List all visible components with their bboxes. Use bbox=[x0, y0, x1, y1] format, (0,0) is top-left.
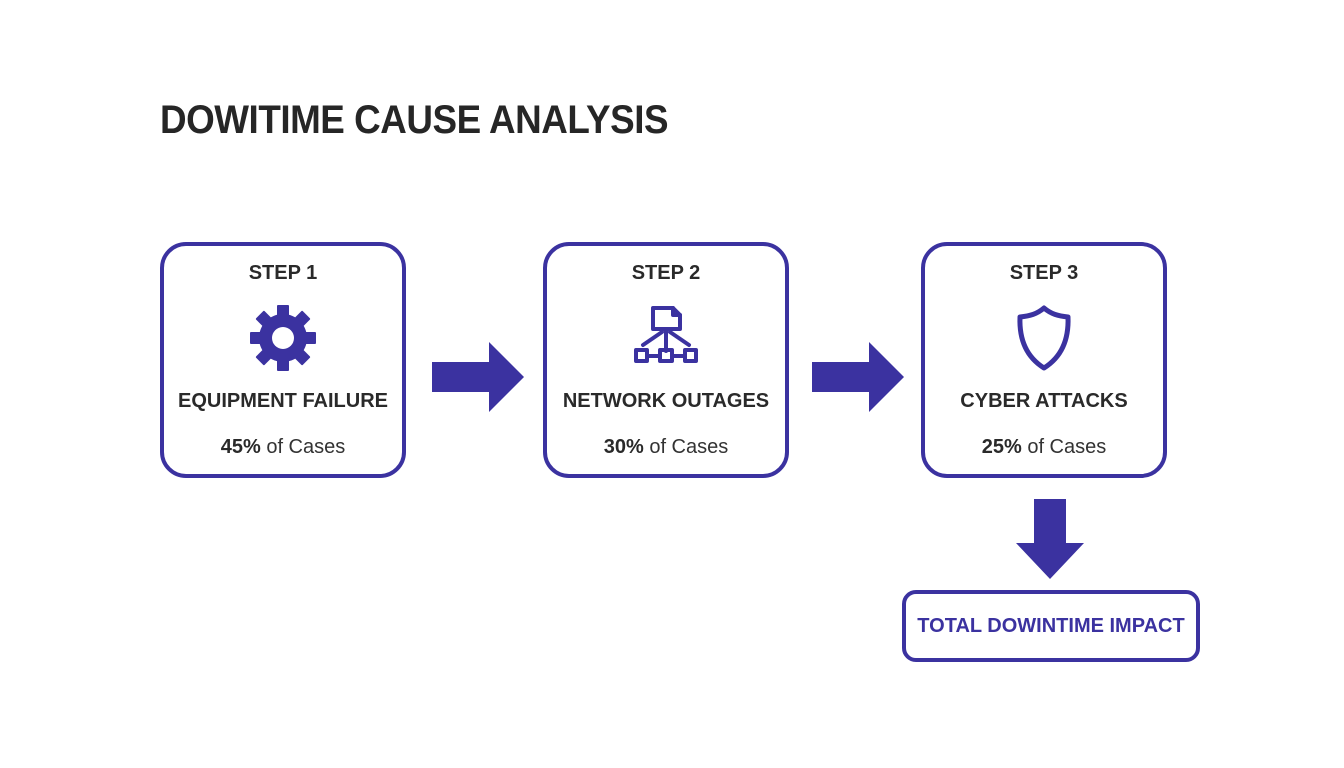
percent-suffix: of Cases bbox=[260, 436, 346, 458]
arrow-right-icon bbox=[432, 342, 524, 412]
shield-icon bbox=[1006, 300, 1082, 376]
page-title: DOWITIME CAUSE ANALYSIS bbox=[160, 98, 669, 142]
cause-name: EQUIPMENT FAILURE bbox=[177, 390, 388, 412]
network-icon bbox=[628, 300, 704, 376]
percent-suffix: of Cases bbox=[643, 436, 729, 458]
cause-percentage: 30% of Cases bbox=[547, 436, 785, 459]
total-label: TOTAL DOWINTIME IMPACT bbox=[917, 614, 1185, 637]
gear-icon bbox=[245, 300, 321, 376]
percent-suffix: of Cases bbox=[1021, 436, 1107, 458]
step-card-network-outages: STEP 2 NETWORK OUTAGES 30% of Cases bbox=[543, 242, 789, 478]
cause-name: NETWORK OUTAGES bbox=[562, 390, 770, 412]
percent-value: 25% bbox=[981, 436, 1022, 458]
percent-value: 45% bbox=[220, 436, 261, 458]
cause-percentage: 25% of Cases bbox=[925, 436, 1163, 459]
arrow-down-icon bbox=[1016, 499, 1084, 579]
cause-name: CYBER ATTACKS bbox=[960, 390, 1128, 412]
percent-value: 30% bbox=[603, 436, 644, 458]
step-card-cyber-attacks: STEP 3 CYBER ATTACKS 25% of Cases bbox=[921, 242, 1167, 478]
step-label: STEP 2 bbox=[631, 262, 701, 284]
total-downtime-impact-box: TOTAL DOWINTIME IMPACT bbox=[902, 590, 1200, 662]
step-label: STEP 3 bbox=[1009, 262, 1079, 284]
step-card-equipment-failure: STEP 1 EQUIPMENT FAILURE 45% of Cases bbox=[160, 242, 406, 478]
cause-percentage: 45% of Cases bbox=[164, 436, 402, 459]
arrow-right-icon bbox=[812, 342, 904, 412]
step-label: STEP 1 bbox=[248, 262, 318, 284]
